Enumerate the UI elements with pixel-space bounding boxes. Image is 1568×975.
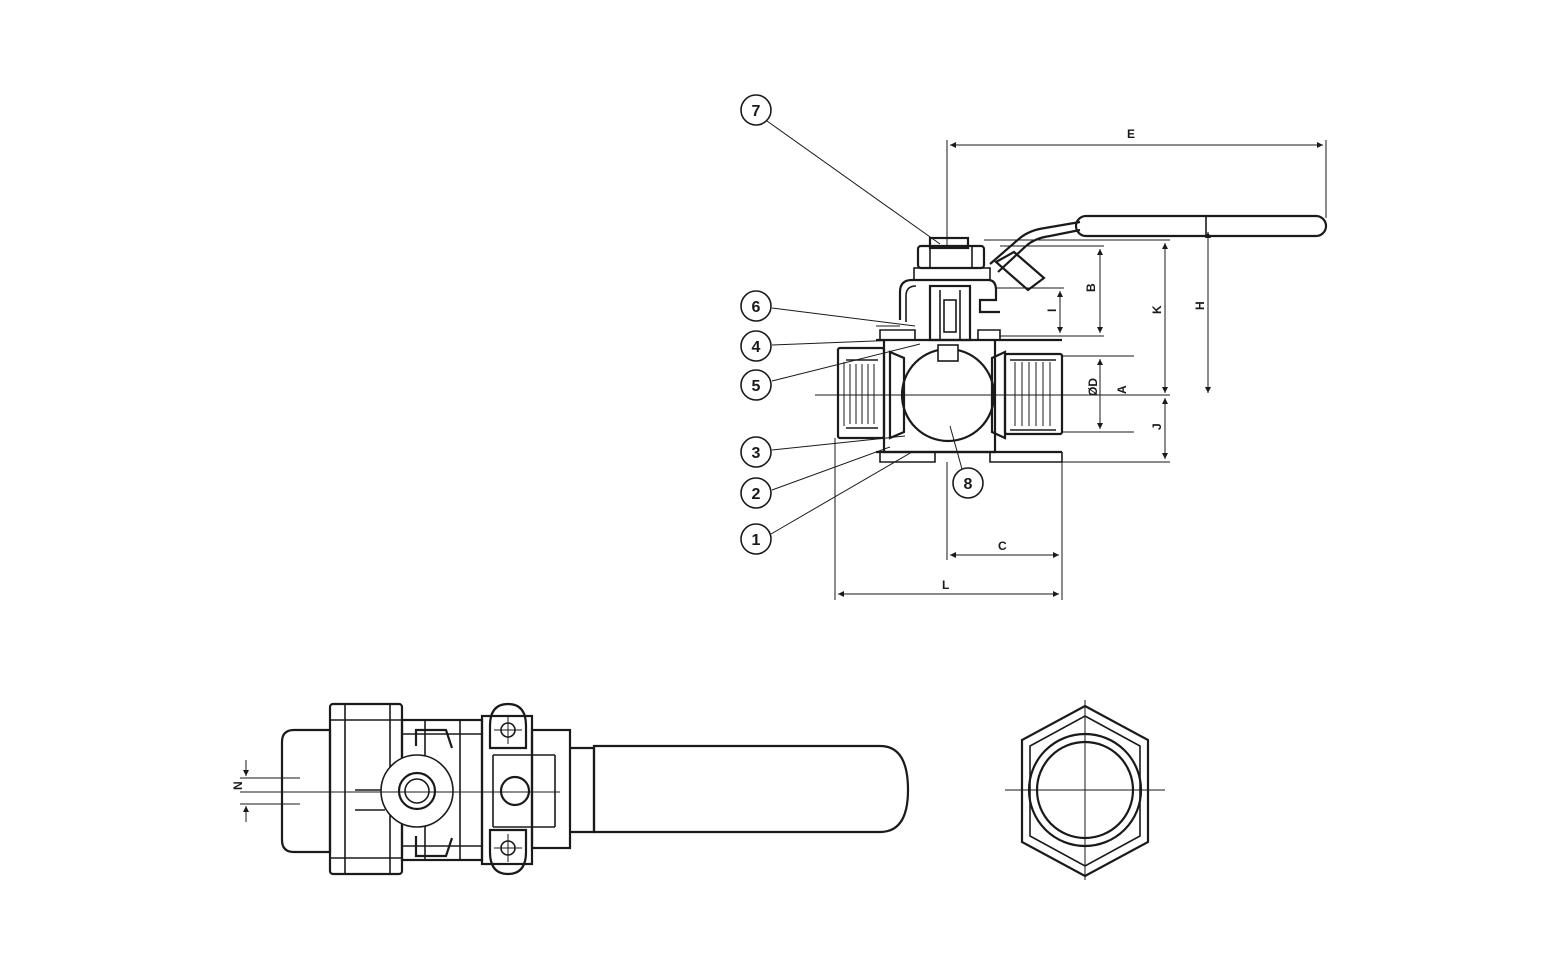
balloon-3: 3 <box>740 436 772 468</box>
part-balloons: 7 6 4 5 3 2 1 8 <box>740 94 984 555</box>
dimension-lines <box>834 140 1327 600</box>
top-view-stem-nut <box>380 754 454 828</box>
balloon-8: 8 <box>952 467 984 499</box>
dim-label-h: H <box>1193 301 1207 310</box>
handle <box>989 214 1328 292</box>
right-end-cap <box>1003 352 1064 436</box>
dim-label-a: A <box>1115 385 1129 394</box>
seat-left <box>888 350 906 440</box>
dim-label-j: J <box>1150 423 1164 430</box>
leader-lines <box>766 120 963 535</box>
balloon-4: 4 <box>740 330 772 362</box>
ball <box>900 344 996 443</box>
balloon-7: 7 <box>740 94 772 126</box>
svg-text:3: 3 <box>752 445 761 462</box>
top-view-lock-plate <box>480 702 572 876</box>
balloon-1: 1 <box>740 523 772 555</box>
top-view-handle-neck <box>570 746 596 834</box>
svg-text:6: 6 <box>752 299 761 316</box>
end-view <box>1005 700 1165 880</box>
section-view <box>815 214 1328 463</box>
dim-label-l: L <box>942 578 949 592</box>
balloon-6: 6 <box>740 290 772 322</box>
dim-label-c: C <box>998 539 1007 553</box>
svg-text:2: 2 <box>752 486 761 503</box>
top-view: N <box>231 702 910 876</box>
svg-text:4: 4 <box>752 339 761 356</box>
dim-label-i: I <box>1045 309 1059 312</box>
svg-text:7: 7 <box>752 103 761 120</box>
svg-text:8: 8 <box>964 476 973 493</box>
dim-label-k: K <box>1150 305 1164 314</box>
dim-label-e: E <box>1127 127 1135 141</box>
balloon-2: 2 <box>740 477 772 509</box>
dimension-labels: E B I K H A ØD J C L <box>942 127 1207 592</box>
svg-text:1: 1 <box>752 532 761 549</box>
left-end-cap <box>836 346 886 440</box>
top-view-handle-grip <box>592 744 910 834</box>
stem-assembly <box>898 236 1000 342</box>
dim-label-d: ØD <box>1086 378 1100 396</box>
dim-label-b: B <box>1084 283 1098 292</box>
balloon-5: 5 <box>740 369 772 401</box>
top-view-left-fitting <box>280 728 332 854</box>
svg-text:5: 5 <box>752 378 761 395</box>
dim-label-n: N <box>231 781 245 790</box>
